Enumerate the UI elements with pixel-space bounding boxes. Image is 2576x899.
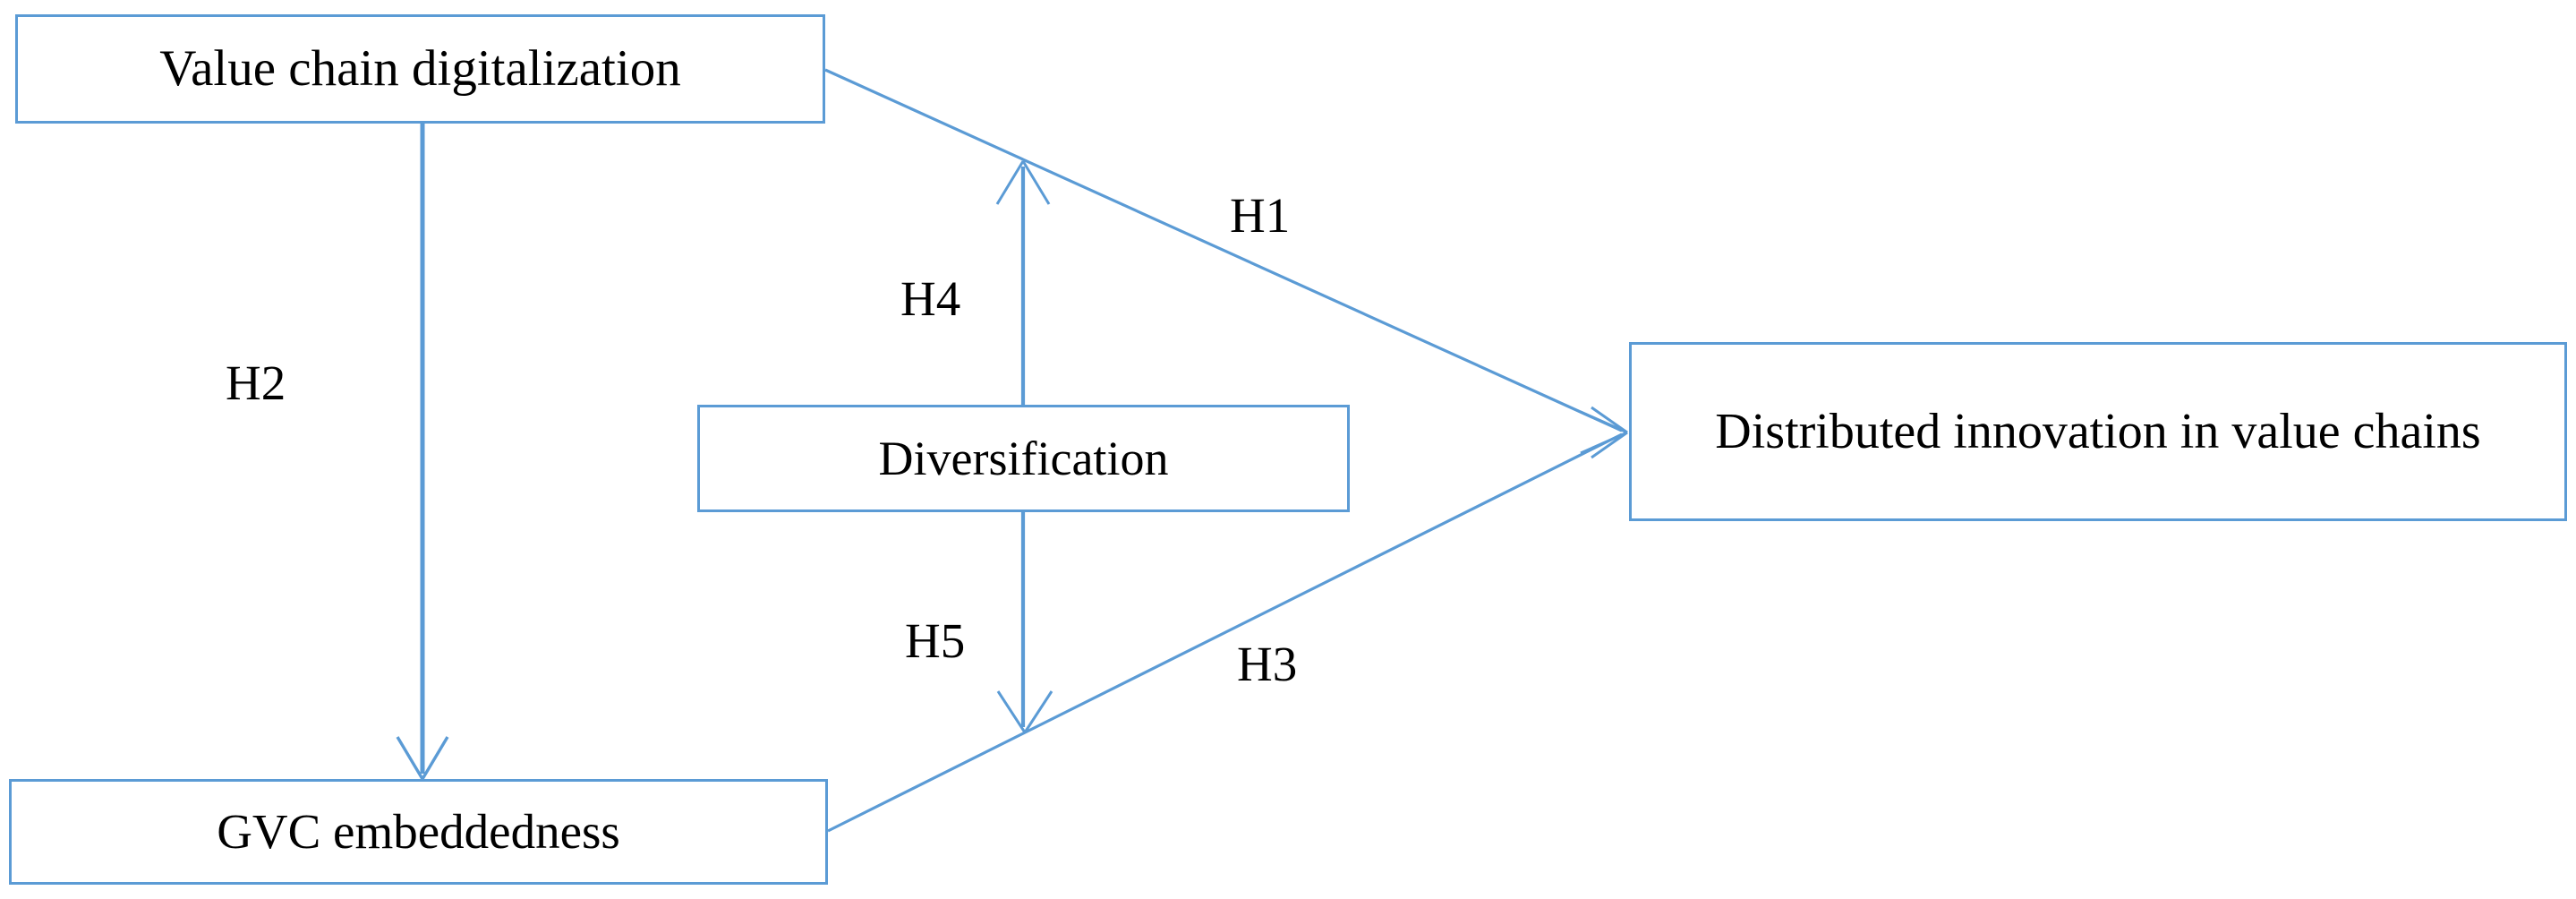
node-distributed-innovation-label: Distributed innovation in value chains — [1715, 403, 2481, 459]
edge-h5 — [996, 512, 1053, 733]
edge-h4 — [995, 160, 1051, 405]
edge-label-h4: H4 — [900, 271, 961, 326]
node-gvc-embeddedness[interactable]: GVC embeddedness — [9, 779, 828, 885]
edge-h4-arrowhead — [995, 160, 1051, 205]
node-distributed-innovation[interactable]: Distributed innovation in value chains — [1629, 342, 2567, 521]
node-value-chain-digitalization[interactable]: Value chain digitalization — [15, 14, 825, 124]
edge-h2 — [396, 124, 449, 780]
edge-h3-arrowhead — [1580, 406, 1628, 455]
edge-h2-arrowhead — [396, 736, 449, 780]
edge-h1-line — [824, 68, 1623, 432]
edge-label-h1: H1 — [1230, 188, 1291, 243]
edge-h1 — [824, 68, 1628, 459]
edge-h1-arrowhead — [1580, 410, 1628, 459]
node-diversification[interactable]: Diversification — [697, 405, 1350, 512]
edge-h3-line — [827, 432, 1623, 833]
edge-label-h3: H3 — [1237, 637, 1298, 691]
edge-h5-arrowhead — [996, 690, 1053, 733]
node-diversification-label: Diversification — [878, 431, 1169, 485]
node-gvc-embeddedness-label: GVC embeddedness — [217, 804, 620, 860]
edge-label-h5: H5 — [905, 613, 966, 668]
edge-label-h2: H2 — [226, 355, 286, 410]
edge-h3 — [827, 406, 1628, 833]
node-value-chain-digitalization-label: Value chain digitalization — [159, 40, 681, 98]
